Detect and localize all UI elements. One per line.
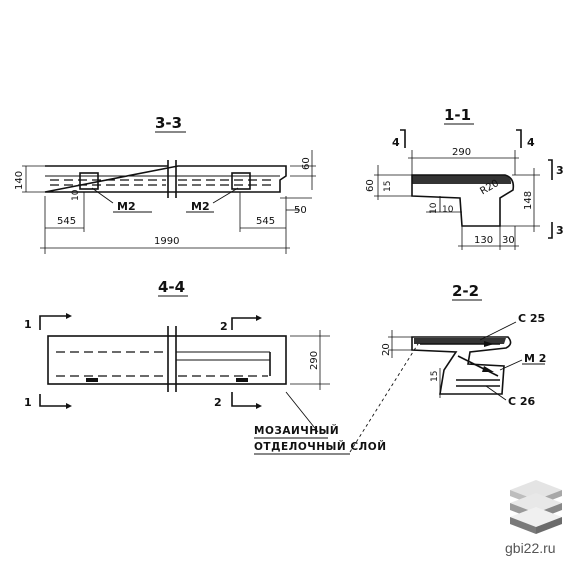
section-4-4-title: 4-4	[158, 278, 185, 296]
s44-cut-2-top: 2	[220, 320, 228, 333]
s11-dim-30: 30	[502, 235, 515, 246]
s11-dim-290: 290	[452, 147, 471, 158]
s11-cut-3-bottom: 3	[556, 224, 564, 237]
section-3-3-title: 3-3	[155, 114, 182, 132]
s33-dim-545-right: 545	[256, 216, 275, 227]
section-1-1-title: 1-1	[444, 106, 471, 124]
finishing-layer-note: МОЗАИЧНЫЙ ОТДЕЛОЧНЫЙ СЛОЙ	[254, 343, 419, 455]
s22-dim-20: 20	[381, 343, 392, 356]
s33-label-m2-right: М2	[191, 200, 210, 213]
s11-cut-right: 4	[527, 136, 535, 149]
s33-label-m2-left: М2	[117, 200, 136, 213]
s33-dim-right-small: 50	[294, 205, 307, 216]
s11-dim-60: 60	[365, 179, 376, 192]
gbi22-logo-icon	[510, 480, 562, 534]
section-3-3: 3-3 М2 М2 140 10 60 50	[14, 114, 316, 254]
s22-label-c26: С 26	[508, 395, 536, 408]
s11-cut-left: 4	[392, 136, 400, 149]
s22-dim-15: 15	[430, 371, 440, 382]
s11-dim-15: 15	[383, 181, 393, 192]
s22-label-m2: М 2	[524, 352, 546, 365]
s44-cut-1-top: 1	[24, 318, 32, 331]
s33-dim-top: 60	[301, 157, 312, 170]
s44-cut-1-bottom: 1	[24, 396, 32, 409]
s33-dim-total: 1990	[154, 236, 179, 247]
s44-cut-2-bottom: 2	[214, 396, 222, 409]
section-1-1: 1-1 4 4 290 R20 60 15 10 10 148 3 3	[365, 106, 564, 250]
s33-dim-height: 140	[14, 171, 25, 190]
section-2-2: 2-2 С 25 М 2 С 26 20 15	[381, 282, 546, 408]
watermark-text: gbi22.ru	[505, 540, 556, 556]
section-2-2-title: 2-2	[452, 282, 479, 300]
s11-dim-148: 148	[523, 191, 534, 210]
s11-dim-10a: 10	[429, 202, 439, 214]
watermark: gbi22.ru	[505, 480, 562, 556]
note-line2: ОТДЕЛОЧНЫЙ СЛОЙ	[254, 440, 387, 453]
s33-dim-545-left: 545	[57, 216, 76, 227]
note-line1: МОЗАИЧНЫЙ	[254, 424, 339, 437]
s11-cut-3-top: 3	[556, 164, 564, 177]
section-4-4: 4-4 1 1 2 2 290	[24, 278, 330, 409]
s33-dim-left-small: 10	[71, 189, 81, 201]
s22-label-c25: С 25	[518, 312, 545, 325]
s11-dim-10b: 10	[442, 205, 454, 215]
s11-dim-130: 130	[474, 235, 493, 246]
s44-dim-290: 290	[309, 351, 320, 370]
